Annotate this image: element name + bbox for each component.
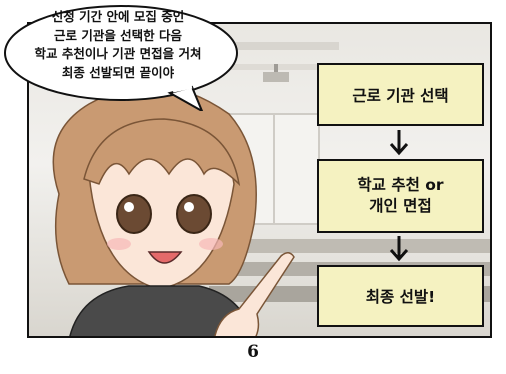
flow-step-select-institution: 근로 기관 선택 bbox=[317, 63, 484, 126]
bangs bbox=[83, 118, 241, 187]
down-arrow-icon bbox=[389, 130, 409, 156]
bubble-line: 신청 기간 안에 모집 중인 bbox=[51, 9, 185, 24]
speech-bubble-text: 신청 기간 안에 모집 중인 근로 기관을 선택한 다음 학교 추천이나 기관 … bbox=[0, 8, 236, 82]
mouth bbox=[147, 251, 183, 264]
bubble-line: 근로 기관을 선택한 다음 bbox=[53, 27, 183, 43]
down-arrow-icon bbox=[389, 236, 409, 262]
right-eye bbox=[176, 194, 212, 234]
projector-icon bbox=[263, 72, 289, 82]
flow-step-recommendation-or-interview: 학교 추천 or 개인 면접 bbox=[317, 159, 484, 233]
ceiling-light bbox=[159, 64, 339, 70]
left-eye bbox=[116, 194, 152, 234]
desk-row bbox=[219, 239, 490, 253]
classroom-scene bbox=[52, 42, 490, 336]
flow-step-final-selection: 최종 선발! bbox=[317, 265, 484, 327]
bubble-line: 최종 선발되면 끝이야 bbox=[61, 64, 175, 80]
flow-step-label: 학교 추천 or bbox=[357, 176, 444, 194]
speech-bubble-shape bbox=[4, 5, 238, 111]
page-number: 6 bbox=[247, 342, 259, 362]
flow-step-label: 근로 기관 선택 bbox=[352, 86, 449, 105]
bubble-line: 학교 추천이나 기관 면접을 거쳐 bbox=[34, 46, 202, 61]
flow-step-label: 최종 선발! bbox=[365, 288, 436, 306]
ceiling-light bbox=[159, 42, 339, 50]
flow-step-label: 개인 면접 bbox=[369, 197, 432, 215]
pointing-hand bbox=[214, 252, 295, 336]
